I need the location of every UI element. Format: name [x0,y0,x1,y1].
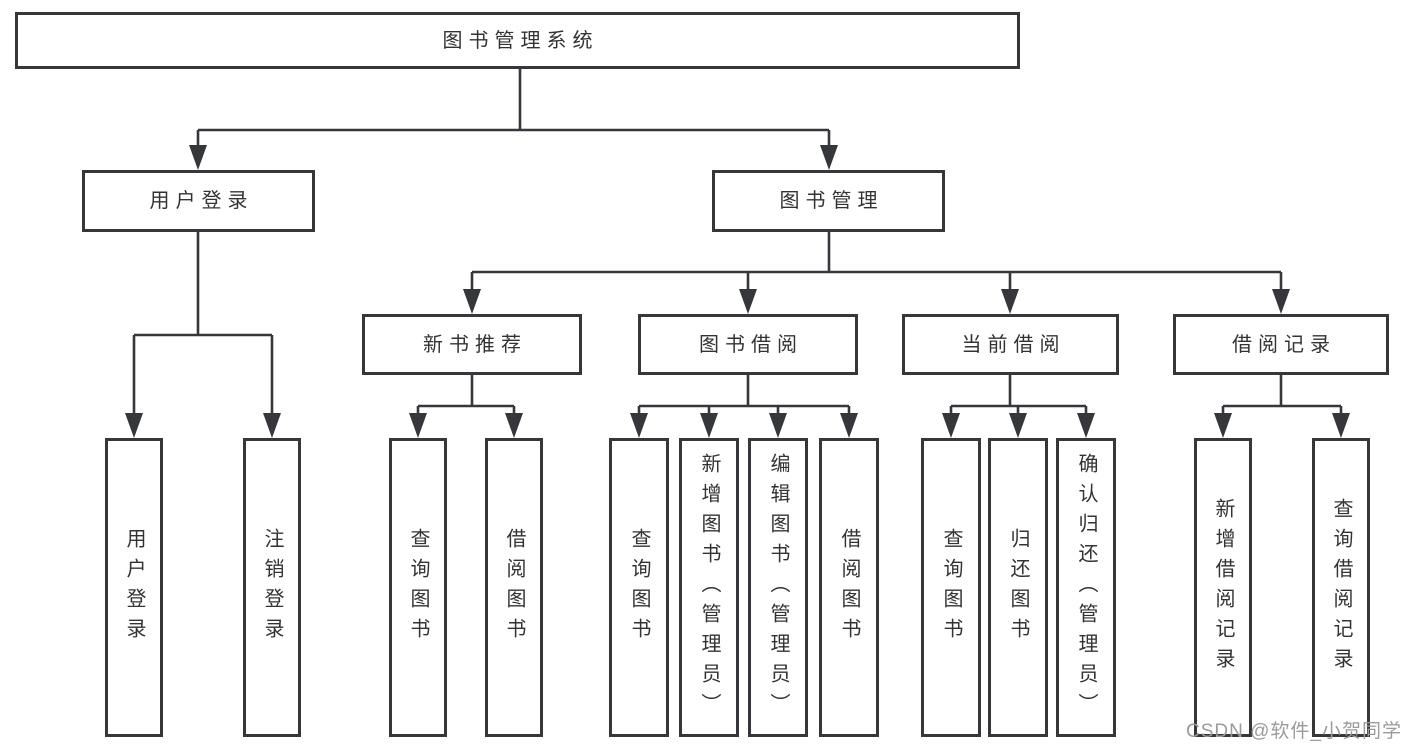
leaf-label: 借阅图书 [838,527,860,648]
leaf-label: 归还图书 [1007,527,1029,648]
node-label: 图书借阅 [699,333,803,356]
leaf-label: 注销登录 [261,527,283,648]
leaf-label: 查询图书 [940,527,962,648]
connector-current-borrowing-children [942,375,1095,438]
leaf-query-borrow-record: 查询借阅记录 [1312,438,1370,737]
leaf-label: 新增图书（管理员） [698,452,720,723]
leaf-borrow-books-recommend: 借阅图书 [485,438,543,737]
node-new-book-recommend: 新书推荐 [362,314,582,375]
node-label: 用户登录 [149,190,254,212]
node-label: 借阅记录 [1232,333,1336,356]
leaf-edit-books-admin: 编辑图书（管理员） [748,438,808,737]
leaf-user-login: 用户登录 [105,438,163,737]
connector-user-login-children [125,232,281,438]
node-book-management-module: 图书管理 [712,170,945,232]
leaf-borrow-books: 借阅图书 [819,438,879,737]
leaf-label: 查询图书 [628,527,650,648]
node-book-borrowing: 图书借阅 [638,314,858,375]
leaf-label: 编辑图书（管理员） [767,452,789,723]
leaf-query-books-recommend: 查询图书 [389,438,447,737]
connector-borrowing-records-children [1214,375,1350,438]
leaf-return-books: 归还图书 [988,438,1048,737]
node-label: 当前借阅 [961,333,1066,356]
node-current-borrowing: 当前借阅 [902,314,1119,375]
node-library-management-system: 图书管理系统 [15,12,1020,69]
connector-book-management-children [463,232,1290,314]
leaf-logout: 注销登录 [243,438,301,737]
connector-root-to-level1 [189,69,838,170]
node-label: 新书推荐 [423,333,527,356]
leaf-add-books-admin: 新增图书（管理员） [679,438,739,737]
leaf-query-books-borrowing: 查询图书 [609,438,669,737]
leaf-label: 确认归还（管理员） [1075,452,1097,723]
node-user-login-module: 用户登录 [82,170,315,232]
leaf-query-books-current: 查询图书 [921,438,981,737]
node-borrowing-records: 借阅记录 [1173,314,1389,375]
leaf-label: 借阅图书 [503,527,525,648]
connector-new-book-children [409,375,523,438]
connector-book-borrowing-children [630,375,858,438]
leaf-label: 查询借阅记录 [1330,497,1352,678]
node-label: 图书管理 [779,190,884,212]
leaf-label: 用户登录 [123,527,145,648]
leaf-confirm-return-admin: 确认归还（管理员） [1056,438,1116,737]
node-label: 图书管理系统 [442,29,599,52]
leaf-label: 查询图书 [407,527,429,648]
leaf-add-borrow-record: 新增借阅记录 [1194,438,1252,737]
csdn-watermark: CSDN @软件_小贺同学 [1186,721,1402,742]
leaf-label: 新增借阅记录 [1212,497,1234,678]
